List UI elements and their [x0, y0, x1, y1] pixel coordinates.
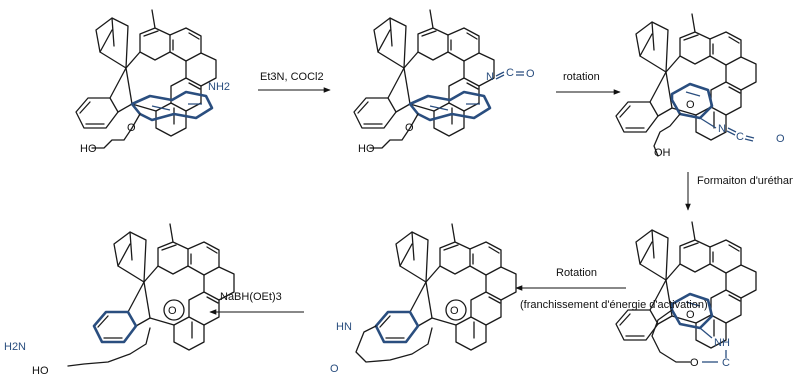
isocyanate-n-2: N — [486, 71, 494, 83]
reaction-step-2: rotation — [556, 71, 621, 95]
isocyanate-c-3: C — [736, 131, 744, 143]
ether-oxygen-6: O — [168, 305, 177, 317]
amine-label-1: NH2 — [208, 81, 230, 93]
ether-oxygen-4: O — [686, 309, 695, 321]
reagent-label-4: Rotation — [556, 267, 597, 279]
reagent-note-4: (franchissement d'énergie d'activation) — [520, 299, 708, 311]
ether-oxygen-3: O — [686, 99, 695, 111]
hydroxyl-label-1: HO — [80, 143, 97, 155]
hydroxyl-label-2: HO — [358, 143, 375, 155]
ether-oxygen-2: O — [405, 122, 414, 134]
lactam-hn-5: HN — [336, 321, 352, 333]
isocyanate-n-3: N — [718, 123, 726, 135]
reagent-label-2: rotation — [563, 71, 600, 83]
molecule-5: O HN O — [330, 223, 517, 374]
reagent-label-3: Formaiton d'uréthane — [697, 175, 793, 187]
molecule-3: O OH N C O — [615, 13, 785, 159]
amine-label-6: H2N — [4, 341, 26, 353]
hydroxyl-label-6: HO — [32, 365, 49, 374]
reaction-step-1: Et3N, COCl2 — [258, 71, 331, 93]
reagent-label-5: NaBH(OEt)3 — [220, 291, 282, 303]
reaction-step-3: Formaiton d'uréthane — [685, 172, 793, 211]
isocyanate-o-2: O — [526, 68, 535, 80]
isocyanate-o-3: O — [776, 133, 785, 145]
hydroxyl-label-3: OH — [654, 147, 671, 159]
urethane-nh-4: NH — [714, 337, 730, 349]
reagent-label-1: Et3N, COCl2 — [260, 71, 324, 83]
urethane-c-4: C — [722, 357, 730, 369]
molecule-2: O HO N C O — [353, 9, 535, 155]
ether-oxygen-1: O — [127, 122, 136, 134]
ether-oxygen-5: O — [450, 305, 459, 317]
lactam-o-5: O — [330, 363, 339, 374]
urethane-o-4: O — [690, 357, 699, 369]
isocyanate-c-2: C — [506, 67, 514, 79]
reaction-step-5: NaBH(OEt)3 — [209, 291, 304, 315]
molecule-4: O O C NH — [615, 221, 757, 369]
reaction-step-4: Rotation (franchissement d'énergie d'act… — [515, 267, 708, 311]
molecule-1: O HO NH2 — [75, 9, 230, 155]
molecule-6: O H2N HO — [4, 223, 235, 374]
